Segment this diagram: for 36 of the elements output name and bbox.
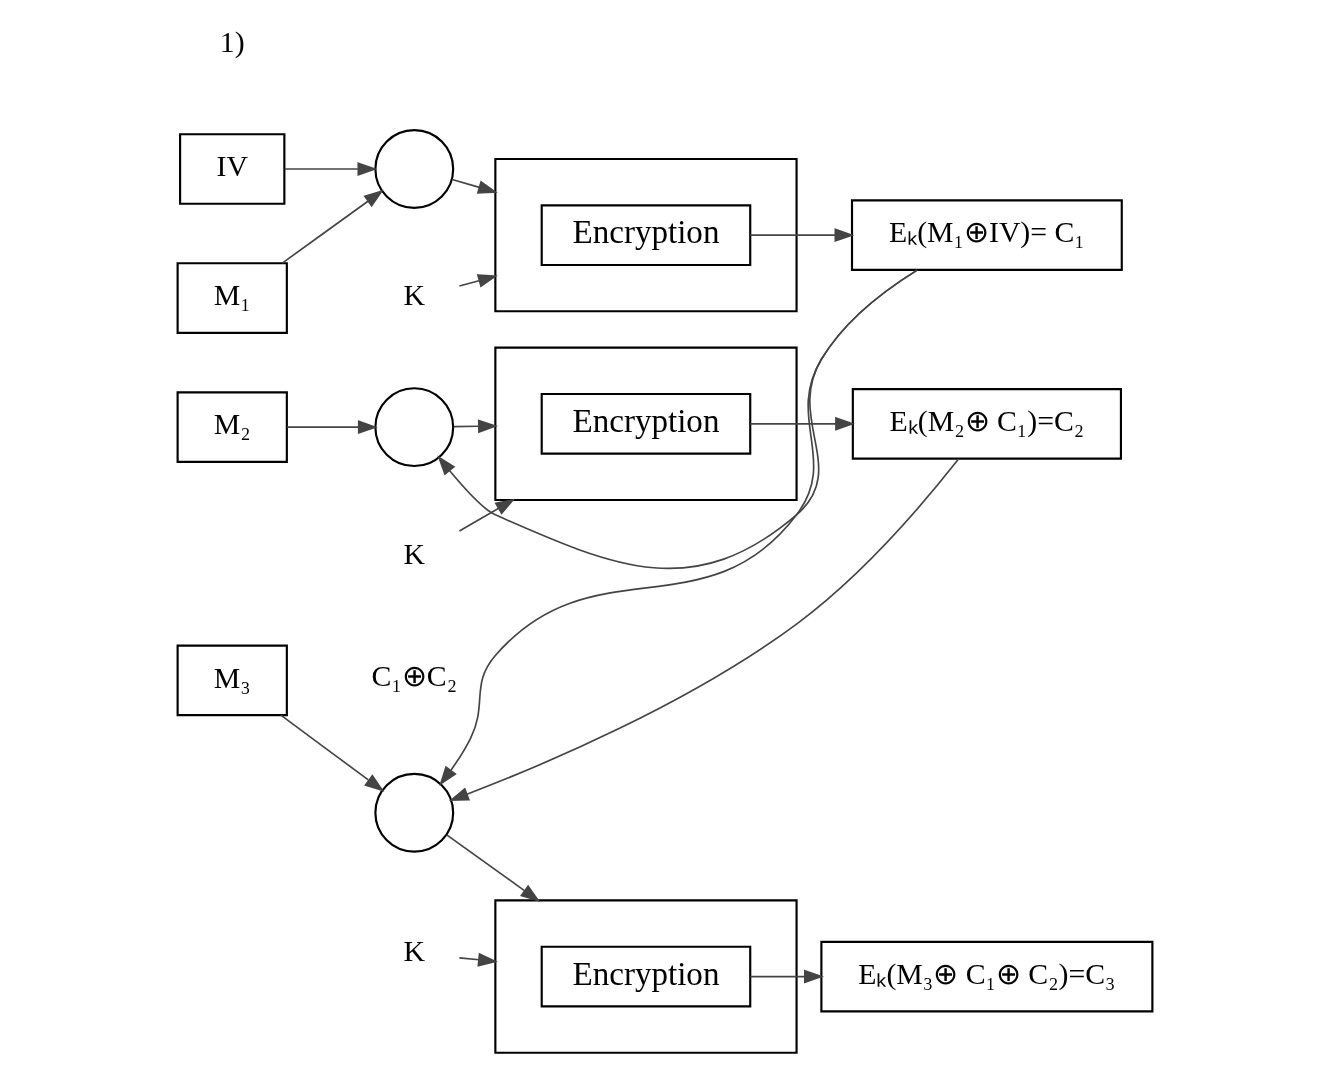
node-box: M₂ <box>176 391 288 463</box>
cluster <box>494 346 798 502</box>
node-box: Eₖ(M₁⊕IV)= C₁ <box>850 199 1123 271</box>
node-text: K <box>403 933 426 967</box>
node-text: K <box>403 536 426 570</box>
arrow <box>452 419 498 434</box>
cluster <box>494 899 798 1054</box>
node-box: Encryption <box>540 392 752 455</box>
arrow <box>458 498 516 532</box>
label: C₁⊕C₂ <box>371 658 458 692</box>
node-circle <box>374 387 455 468</box>
node-text: K <box>403 278 426 312</box>
arrow <box>749 228 855 243</box>
cluster <box>494 157 798 313</box>
node-box: Encryption <box>540 204 752 267</box>
arrow <box>458 952 498 967</box>
node-box: Encryption <box>540 945 752 1008</box>
node-circle <box>374 772 455 853</box>
arrow <box>281 189 384 264</box>
node-box: Eₖ(M₂⊕ C₁)=C₂ <box>851 388 1122 460</box>
arrow <box>449 458 960 801</box>
node-box: Eₖ(M₃⊕ C₁⊕ C₂)=C₃ <box>820 940 1154 1013</box>
arrow <box>749 969 824 984</box>
label: 1) <box>219 25 245 59</box>
arrow <box>749 416 855 431</box>
arrow <box>445 834 541 902</box>
arrow <box>283 162 378 176</box>
node-box: M₃ <box>176 644 288 717</box>
node-circle <box>374 129 455 209</box>
node-box: IV <box>179 133 286 205</box>
arrow <box>439 269 919 786</box>
arrow <box>451 178 498 194</box>
arrow <box>280 714 385 792</box>
node-box: M₁ <box>176 262 288 334</box>
arrow <box>286 420 378 435</box>
arrow <box>458 274 498 288</box>
